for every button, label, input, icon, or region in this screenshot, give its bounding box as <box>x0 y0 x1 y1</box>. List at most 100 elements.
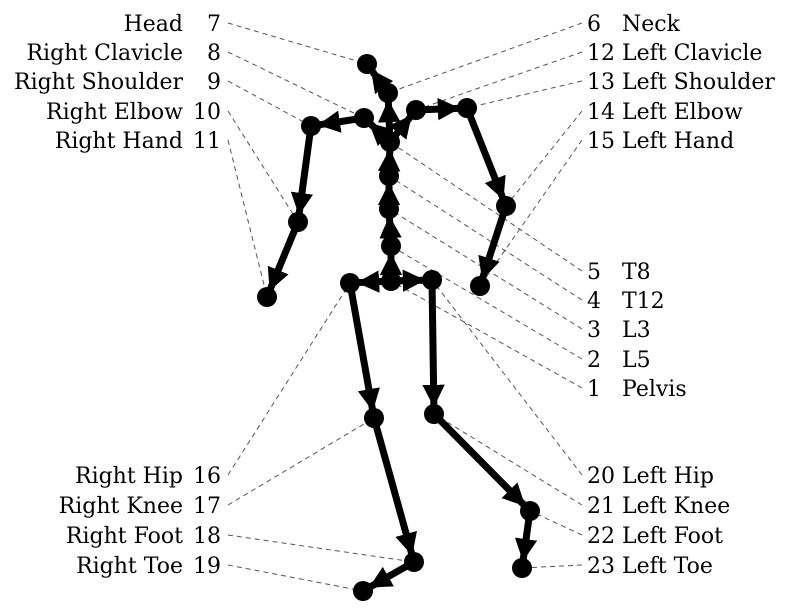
leader-line-21 <box>433 413 583 506</box>
label-16: Right Hip 16 <box>75 464 221 489</box>
leader-line-17 <box>227 417 375 506</box>
joint-15 <box>470 276 490 296</box>
joint-22 <box>520 501 540 521</box>
label-id-22: 22 <box>587 524 615 549</box>
joint-19 <box>353 581 373 601</box>
label-6: 6 Neck <box>587 12 681 37</box>
bone-14-15 <box>478 204 510 280</box>
label-name-15: Left Hand <box>622 129 734 154</box>
label-id-17: 17 <box>193 494 221 519</box>
label-name-11: Right Hand <box>55 129 183 154</box>
joint-7 <box>357 54 377 74</box>
joints <box>257 54 540 601</box>
bone-13-14 <box>463 106 506 200</box>
leader-line-20 <box>431 279 583 476</box>
label-name-13: Left Shoulder <box>622 70 775 95</box>
label-name-6: Neck <box>622 12 681 37</box>
bone-20-21 <box>422 279 445 408</box>
label-name-21: Left Knee <box>622 494 730 519</box>
label-id-8: 8 <box>207 41 221 66</box>
label-name-16: Right Hip <box>75 464 183 489</box>
joint-17 <box>364 408 384 428</box>
bone-21-22 <box>431 411 527 508</box>
joint-16 <box>340 273 360 293</box>
label-id-7: 7 <box>207 12 221 37</box>
joint-2 <box>381 236 401 256</box>
label-id-14: 14 <box>587 100 615 125</box>
label-name-18: Right Foot <box>66 524 183 549</box>
label-21: 21 Left Knee <box>587 494 730 519</box>
label-id-1: 1 <box>587 377 601 402</box>
bone-9-10 <box>290 125 315 216</box>
leader-line-18 <box>227 534 415 563</box>
leader-line-10 <box>227 110 299 223</box>
joint-18 <box>404 552 424 572</box>
joint-3 <box>379 199 399 219</box>
label-id-6: 6 <box>587 12 601 37</box>
label-id-20: 20 <box>587 464 615 489</box>
joint-13 <box>457 98 477 118</box>
label-id-21: 21 <box>587 494 615 519</box>
joint-4 <box>379 166 399 186</box>
label-name-10: Right Elbow <box>46 100 183 125</box>
joint-8 <box>354 108 374 128</box>
label-name-9: Right Shoulder <box>14 70 183 95</box>
label-name-23: Left Toe <box>622 554 713 579</box>
leader-line-19 <box>227 564 364 592</box>
label-name-22: Left Foot <box>622 524 723 549</box>
leader-line-1 <box>390 280 583 389</box>
label-22: 22 Left Foot <box>587 524 723 549</box>
joint-14 <box>496 196 516 216</box>
label-id-19: 19 <box>193 554 221 579</box>
joint-11 <box>257 287 277 307</box>
bone-16-17 <box>346 282 380 412</box>
label-id-16: 16 <box>193 464 221 489</box>
joint-9 <box>301 116 321 136</box>
label-name-19: Right Toe <box>76 554 183 579</box>
leader-line-9 <box>227 80 312 127</box>
label-id-2: 2 <box>587 348 601 373</box>
joint-20 <box>422 270 442 290</box>
label-name-4: T12 <box>622 289 665 314</box>
label-15: 15 Left Hand <box>587 129 734 154</box>
label-1: 1 Pelvis <box>587 377 687 402</box>
leader-line-15 <box>479 139 583 287</box>
leader-line-14 <box>505 110 583 207</box>
joint-12 <box>406 100 426 120</box>
joint-10 <box>288 212 308 232</box>
label-name-5: T8 <box>622 260 651 285</box>
leader-line-7 <box>227 22 368 65</box>
leader-line-16 <box>227 282 351 476</box>
leader-line-5 <box>389 141 583 272</box>
joint-6 <box>378 83 398 103</box>
label-id-18: 18 <box>193 524 221 549</box>
joint-23 <box>512 558 532 578</box>
leader-line-13 <box>466 80 583 109</box>
label-id-12: 12 <box>587 41 615 66</box>
label-name-20: Left Hip <box>622 464 714 489</box>
label-name-12: Left Clavicle <box>622 41 762 66</box>
label-id-9: 9 <box>207 70 221 95</box>
label-id-15: 15 <box>587 129 615 154</box>
label-name-1: Pelvis <box>622 377 687 402</box>
leader-line-12 <box>415 51 583 111</box>
label-20: 20 Left Hip <box>587 464 714 489</box>
label-2: 2 L5 <box>587 348 651 373</box>
leader-line-4 <box>388 175 583 301</box>
label-name-2: L5 <box>622 348 651 373</box>
label-id-10: 10 <box>193 100 221 125</box>
label-9: Right Shoulder 9 <box>14 70 221 95</box>
bone-10-11 <box>267 220 302 291</box>
label-id-5: 5 <box>587 260 601 285</box>
label-18: Right Foot 18 <box>66 524 221 549</box>
leader-line-6 <box>387 22 583 94</box>
leader-line-8 <box>227 51 365 119</box>
